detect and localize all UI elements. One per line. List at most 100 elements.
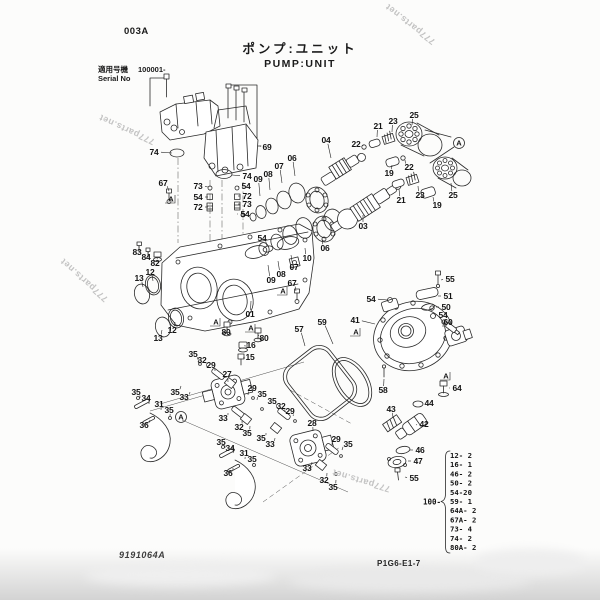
leader-line [341, 446, 344, 451]
leader-line [311, 461, 313, 465]
shaft-upper-art [320, 152, 366, 186]
part-label-12: 12 [145, 267, 155, 277]
part-label-25: 25 [409, 110, 419, 120]
leader-line [404, 476, 408, 478]
part-label-59: 59 [317, 317, 327, 327]
part-label-16: 16 [246, 340, 256, 350]
part-label-29: 29 [206, 360, 216, 370]
part-label-83: 83 [132, 247, 142, 257]
part-label-32: 32 [197, 355, 207, 365]
part-label-19: 19 [432, 200, 442, 210]
leader-line [292, 161, 296, 177]
parts-list-row: 50- 2 [450, 479, 472, 488]
part-label-15: 15 [245, 352, 255, 362]
part-label-33: 33 [302, 463, 312, 473]
detail-flag-a-bracket [165, 195, 176, 204]
part-label-72: 72 [242, 191, 252, 201]
leader-line [147, 251, 149, 254]
leader-line [301, 332, 306, 347]
part-label-36: 36 [223, 468, 233, 478]
parts-list-group-ref: 100- [423, 498, 441, 507]
part-label-13: 13 [134, 273, 144, 283]
leader-line [179, 385, 182, 390]
title-block: ポンプ:ユニット PUMP:UNIT [200, 38, 400, 70]
fork-art [134, 396, 256, 510]
servo-piston-art [198, 362, 343, 476]
part-label-35: 35 [328, 482, 338, 492]
part-label-54: 54 [240, 209, 250, 219]
part-label-35: 35 [164, 405, 174, 415]
leader-line [258, 182, 261, 197]
part-label-35: 35 [267, 396, 277, 406]
leader-line [151, 275, 154, 282]
part-label-57: 57 [294, 324, 304, 334]
part-label-50: 50 [441, 302, 451, 312]
parts-list-row: 73- 4 [450, 525, 473, 534]
part-label-54: 54 [193, 192, 203, 202]
part-label-09: 09 [266, 275, 276, 285]
part-label-25: 25 [448, 190, 458, 200]
leader-line [257, 334, 260, 337]
title-english: PUMP:UNIT [264, 58, 336, 70]
seal-art [282, 345, 373, 421]
part-label-21: 21 [373, 121, 383, 131]
sheet-code: P1G6-E1-7 [377, 559, 421, 568]
part-label-67: 67 [158, 178, 168, 188]
part-label-32: 32 [234, 422, 244, 432]
part-label-67: 67 [287, 278, 297, 288]
part-label-12: 12 [167, 325, 177, 335]
leader-line [196, 357, 200, 363]
detail-marker-a-circle [453, 137, 465, 149]
part-label-33: 33 [179, 392, 189, 402]
parts-list-row: 46- 2 [450, 469, 472, 478]
leader-line [247, 391, 249, 396]
part-label-35: 35 [257, 389, 267, 399]
leader-line [391, 164, 393, 170]
leader-line [411, 118, 413, 126]
page-code: 003A [124, 26, 149, 37]
part-label-36: 36 [139, 420, 149, 430]
part-label-29: 29 [331, 434, 341, 444]
leader-line [265, 241, 268, 247]
part-label-31: 31 [239, 448, 249, 458]
part-label-46: 46 [415, 445, 425, 455]
part-label-01: 01 [245, 309, 255, 319]
part-label-31: 31 [154, 399, 164, 409]
pump-housing-art [136, 188, 315, 366]
part-label-29: 29 [285, 406, 295, 416]
part-label-35: 35 [170, 387, 180, 397]
leader-line [292, 414, 294, 417]
part-label-28: 28 [307, 418, 317, 428]
part-label-54: 54 [241, 181, 251, 191]
leader-line [398, 188, 401, 197]
leader-line [204, 186, 209, 188]
part-label-80: 80 [259, 333, 269, 343]
leader-line [160, 151, 173, 154]
part-label-84: 84 [141, 252, 151, 262]
leader-line [166, 186, 170, 192]
part-label-44: 44 [424, 398, 434, 408]
detail-flag-a: A [168, 195, 174, 204]
leader-line [450, 182, 453, 192]
part-label-55: 55 [409, 473, 419, 483]
pilot-valve-art [159, 73, 221, 158]
part-label-54: 54 [366, 294, 376, 304]
part-label-35: 35 [247, 454, 257, 464]
part-label-08: 08 [263, 169, 273, 179]
detail-flag-a-bracket [210, 318, 221, 327]
leader-line [361, 320, 376, 325]
leader-line [304, 247, 306, 255]
parts-list-row: 64A- 2 [450, 506, 476, 515]
part-label-73: 73 [242, 199, 252, 209]
detail-flag-a-bracket [350, 328, 361, 337]
leader-line [189, 391, 191, 395]
leader-line [321, 238, 324, 245]
part-label-07: 07 [289, 262, 299, 272]
rotary-group-art [361, 121, 472, 199]
part-label-35: 35 [256, 433, 266, 443]
document-code: 9191064A [119, 550, 166, 560]
serial-label-en: Serial No [98, 73, 131, 83]
part-label-35: 35 [131, 387, 141, 397]
part-label-34: 34 [141, 393, 151, 403]
